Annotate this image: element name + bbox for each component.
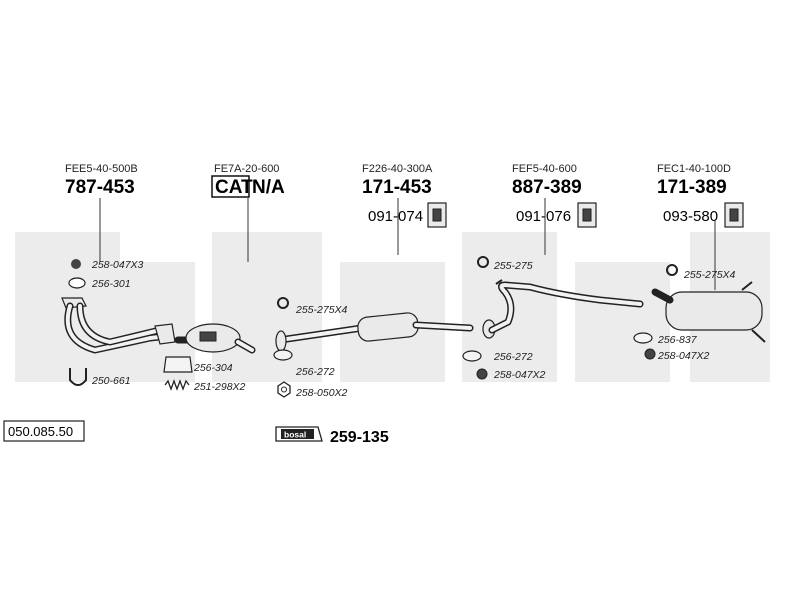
catalytic-converter (174, 323, 256, 354)
oem-number: FEE5-40-500B (65, 163, 138, 175)
oem-number: FE7A-20-600 (214, 163, 279, 175)
cat-label: CAT (215, 177, 253, 198)
oem-number: F226-40-300A (362, 163, 433, 175)
column-2: FE7A-20-600 CAT N/A (211, 163, 285, 262)
diagram-id: 050.085.50 (3, 420, 85, 442)
column-4: FEF5-40-600 887-389 091-076 (512, 163, 597, 255)
label-u-bolt: 250-661 (91, 375, 131, 387)
mounting-kit: bosal 259-135 (275, 426, 389, 446)
cat-value: N/A (252, 177, 285, 198)
column-3: F226-40-300A 171-453 091-074 (362, 163, 447, 255)
label-clamp: 255-275X4 (295, 304, 348, 316)
part-number: 887-389 (512, 177, 582, 198)
spring-icon (164, 379, 190, 391)
nut-icon (644, 348, 656, 360)
cat-box (211, 175, 250, 198)
nut-icon (476, 368, 488, 380)
mount-icon (577, 202, 597, 228)
part-number: 171-389 (657, 177, 727, 198)
label-gasket: 256-272 (493, 351, 533, 363)
label-clamp: 255-275 (493, 260, 533, 272)
nut-icon (277, 381, 291, 398)
label-nut: 258-047X2 (657, 350, 710, 362)
middle-silencer (275, 312, 474, 352)
part-labels: 258-047X3 256-301 250-661 256-304 251-29… (91, 259, 736, 399)
rear-silencer (651, 281, 766, 343)
clamp-icon (68, 256, 678, 309)
label-gasket: 256-304 (193, 362, 233, 374)
front-pipe (61, 297, 176, 354)
oem-number: FEC1-40-100D (657, 163, 731, 175)
gasket-icon (273, 349, 293, 361)
label-gasket: 256-301 (91, 278, 131, 290)
kit-part-number: 259-135 (330, 429, 389, 446)
watermark-logo (15, 232, 770, 382)
label-spring: 251-298X2 (193, 381, 246, 393)
mount-number: 093-580 (663, 208, 718, 225)
part-number: 787-453 (65, 177, 135, 198)
label-nut: 258-047X2 (493, 369, 546, 381)
gasket-icon (633, 332, 653, 344)
label-clamp-nut: 258-047X3 (91, 259, 144, 271)
diagram-id-text: 050.085.50 (8, 424, 73, 439)
u-bolt-icon (69, 368, 87, 386)
mount-number: 091-074 (368, 208, 423, 225)
label-clamp: 255-275X4 (683, 269, 736, 281)
part-number: 171-453 (362, 177, 432, 198)
mount-icon (427, 202, 447, 228)
gasket-icon (163, 356, 193, 373)
label-nut: 258-050X2 (295, 387, 348, 399)
label-gasket: 256-272 (295, 366, 335, 378)
label-gasket: 256-837 (657, 334, 698, 346)
column-1: FEE5-40-500B 787-453 (65, 163, 138, 262)
column-5: FEC1-40-100D 171-389 093-580 (657, 163, 744, 290)
gasket-icon (462, 350, 482, 362)
bosal-logo: bosal (284, 430, 306, 440)
mount-number: 091-076 (516, 208, 571, 225)
mount-icon (724, 202, 744, 228)
oem-number: FEF5-40-600 (512, 163, 577, 175)
intermediate-pipe (482, 279, 644, 339)
